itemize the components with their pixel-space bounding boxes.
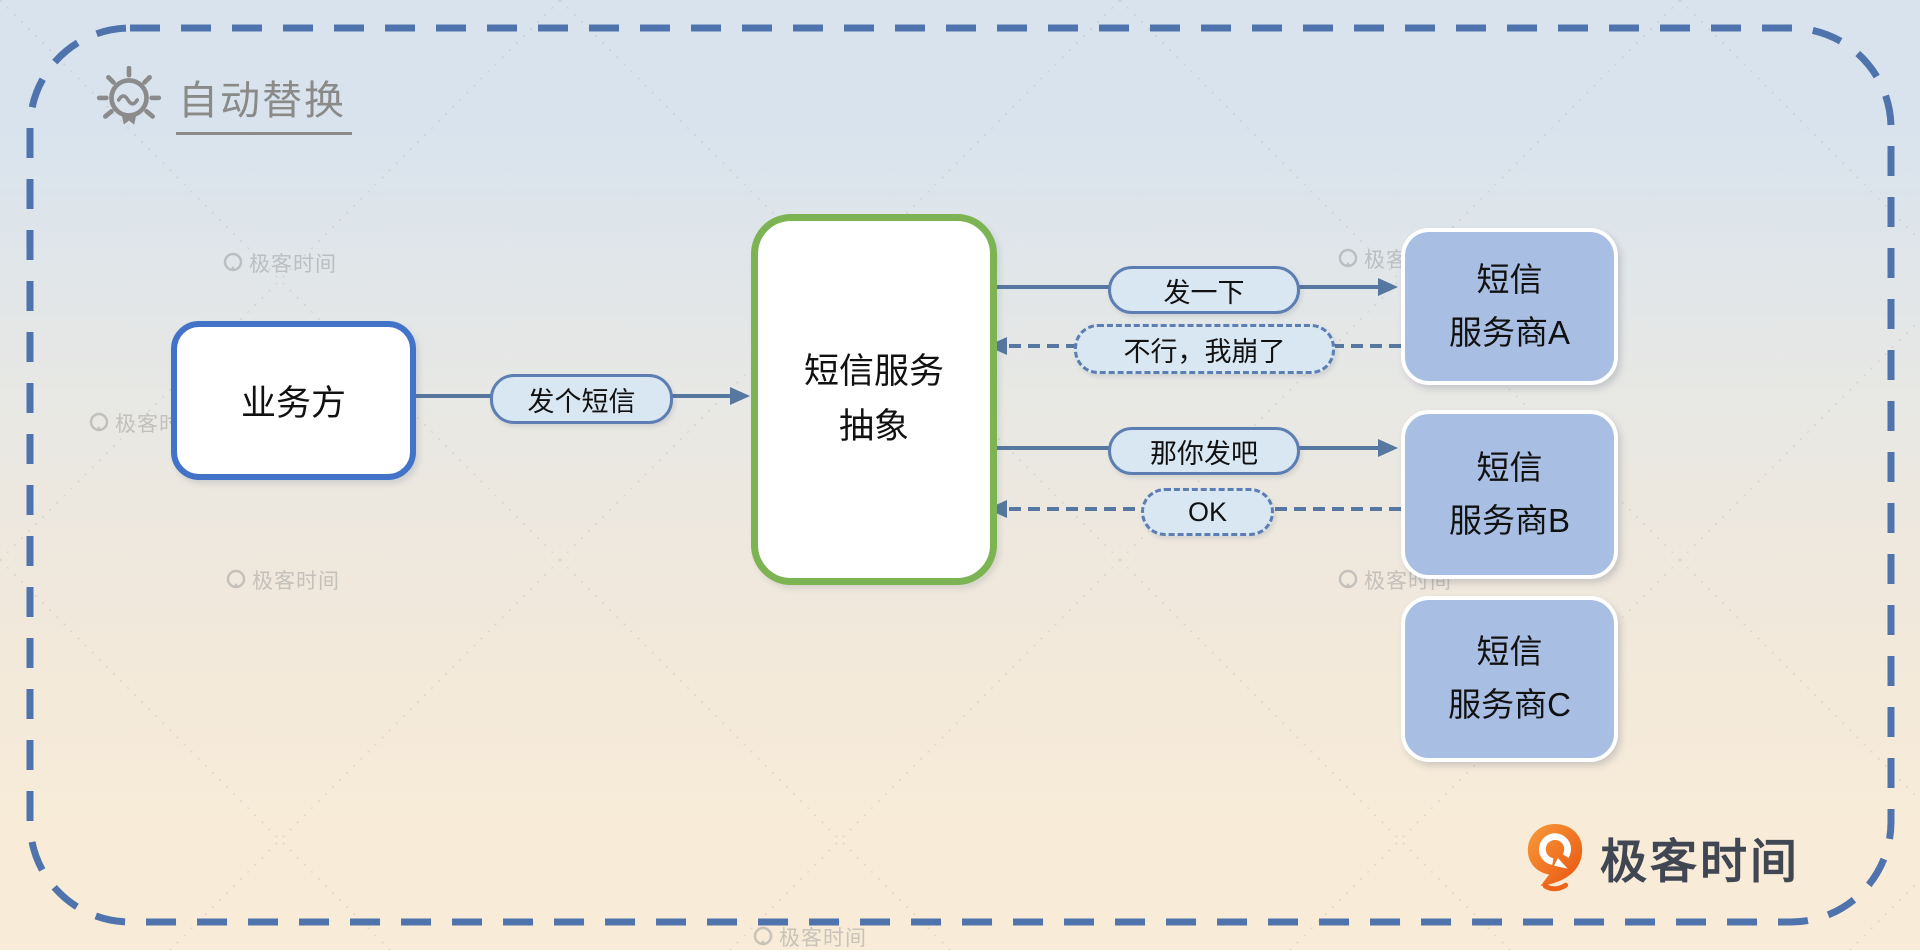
- node-business: 业务方: [171, 321, 416, 480]
- message-fail-a: 不行，我崩了: [1074, 324, 1335, 374]
- node-provider-a-line1: 短信: [1476, 260, 1543, 298]
- message-ack-b: OK: [1141, 488, 1274, 536]
- arrowhead-request: [730, 387, 750, 405]
- message-forward-a-label: 发一下: [1163, 277, 1245, 308]
- arrowhead-fail-a: [987, 337, 1007, 355]
- arrowhead-forward-a: [1378, 278, 1398, 296]
- node-provider-c-line2: 服务商C: [1448, 686, 1571, 723]
- node-provider-b-line2: 服务商B: [1448, 501, 1570, 539]
- message-request-label: 发个短信: [527, 386, 636, 417]
- node-sms-abstraction-line1: 短信服务: [803, 352, 944, 392]
- slide-title-block: 自动替换: [96, 66, 352, 136]
- brand-logo-block: 极客时间: [1522, 820, 1800, 894]
- message-request: 发个短信: [490, 374, 673, 424]
- node-provider-c: 短信 服务商C: [1401, 596, 1618, 762]
- brand-name: 极客时间: [1600, 834, 1800, 888]
- dashed-frame-border: [26, 24, 1895, 926]
- message-forward-a: 发一下: [1108, 266, 1300, 314]
- geektime-logo-icon: [1527, 824, 1583, 892]
- lightbulb-icon: [96, 66, 162, 125]
- arrowhead-ack-b: [987, 500, 1007, 518]
- node-provider-a-line2: 服务商A: [1448, 313, 1570, 351]
- node-provider-b: 短信 服务商B: [1401, 410, 1618, 579]
- node-business-label: 业务方: [240, 384, 346, 423]
- message-ack-b-label: OK: [1187, 496, 1227, 527]
- node-sms-abstraction: 短信服务 抽象: [751, 214, 997, 585]
- message-forward-b-label: 那你发吧: [1150, 438, 1258, 469]
- node-sms-abstraction-line2: 抽象: [838, 406, 909, 446]
- arrowhead-forward-b: [1378, 439, 1398, 457]
- node-provider-a: 短信 服务商A: [1401, 228, 1618, 385]
- message-fail-a-label: 不行，我崩了: [1123, 336, 1286, 367]
- node-provider-b-line1: 短信: [1476, 448, 1543, 486]
- slide-title: 自动替换: [176, 68, 352, 135]
- message-forward-b: 那你发吧: [1108, 427, 1300, 475]
- node-provider-c-line1: 短信: [1476, 633, 1543, 671]
